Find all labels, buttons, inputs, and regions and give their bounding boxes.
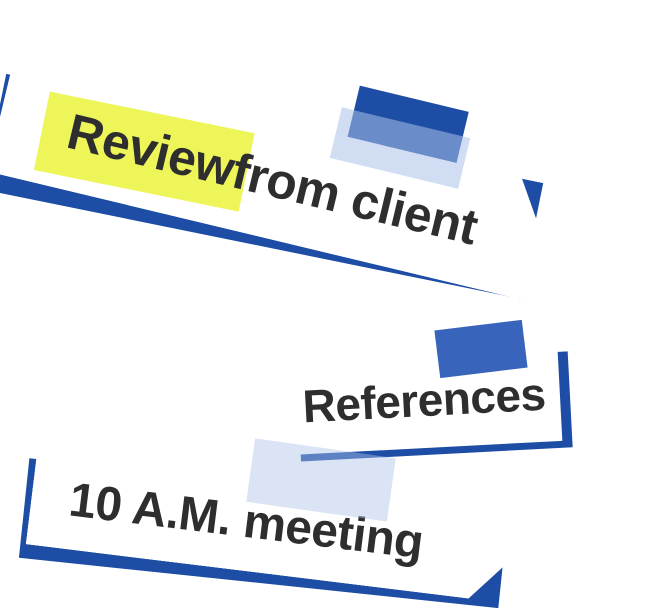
- note-review: Review from client: [0, 57, 547, 300]
- note-references-text: References: [301, 367, 547, 433]
- highlighted-word: Review: [62, 103, 240, 198]
- note-review-label: Review from client: [0, 57, 547, 300]
